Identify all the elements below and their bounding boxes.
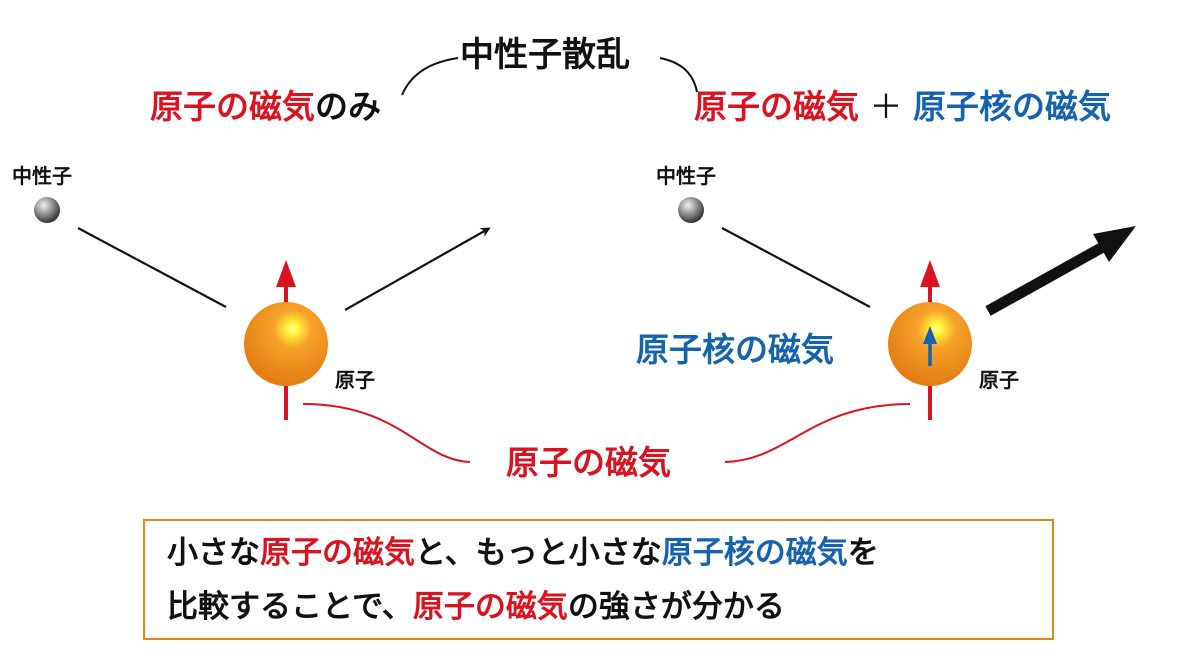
incoming-neutron-path-left: [77, 227, 227, 308]
nuclear-moment-arrow-head: [923, 326, 937, 344]
scattered-neutron-arrow-head-right: [1093, 226, 1136, 262]
left-heading-red-text: 原子の磁気: [150, 87, 315, 126]
right-heading-plus: ＋: [859, 87, 913, 126]
nuclear-magnetism-label: 原子核の磁気: [636, 330, 834, 369]
conclusion-box: 小さな原子の磁気と、もっと小さな原子核の磁気を 比較することで、原子の磁気の強さ…: [143, 519, 1054, 640]
conclusion-text: 小さな: [167, 535, 260, 571]
neutron-sphere-icon: [34, 197, 60, 223]
atom-magnetism-connector-left: [302, 403, 471, 463]
left-heading-black-text: のみ: [315, 87, 381, 126]
right-heading-blue-text: 原子核の磁気: [912, 87, 1111, 126]
incoming-neutron-path-right: [721, 227, 871, 308]
title-brace-left: [401, 57, 459, 96]
conclusion-text: 比較することで、: [167, 589, 413, 625]
right-heading-red-text: 原子の磁気: [694, 87, 859, 126]
conclusion-nuclear-magnetism: 原子核の磁気: [661, 535, 848, 571]
atom-moment-arrow-head-right: [920, 260, 940, 287]
title-brace-right: [659, 57, 698, 93]
atom-moment-arrow-head-left: [276, 260, 296, 287]
conclusion-atom-magnetism: 原子の磁気: [260, 535, 415, 571]
scattered-neutron-arrow-left: [344, 227, 491, 311]
atom-label-right: 原子: [979, 368, 1019, 392]
neutron-label-left: 中性子: [12, 164, 72, 188]
conclusion-text: を: [847, 535, 879, 571]
atom-magnetism-connector-right: [724, 403, 911, 463]
atom-sphere-icon: [244, 302, 328, 386]
conclusion-atom-magnetism: 原子の磁気: [412, 589, 568, 625]
neutron-label-right: 中性子: [656, 164, 716, 188]
right-panel-heading: 原子の磁気 ＋ 原子核の磁気: [694, 90, 1111, 123]
atom-label-left: 原子: [335, 368, 375, 392]
atom-magnetism-label: 原子の磁気: [506, 443, 671, 482]
scattered-neutron-arrow-right: [985, 238, 1113, 316]
conclusion-line-2: 比較することで、原子の磁気の強さが分かる: [167, 592, 785, 623]
conclusion-text: の強さが分かる: [567, 589, 785, 625]
neutron-sphere-icon: [678, 197, 704, 223]
conclusion-text: と、もっと小さな: [415, 535, 662, 571]
conclusion-line-1: 小さな原子の磁気と、もっと小さな原子核の磁気を: [167, 538, 879, 569]
left-panel-heading: 原子の磁気のみ: [150, 90, 381, 123]
diagram-title: 中性子散乱: [460, 35, 630, 75]
